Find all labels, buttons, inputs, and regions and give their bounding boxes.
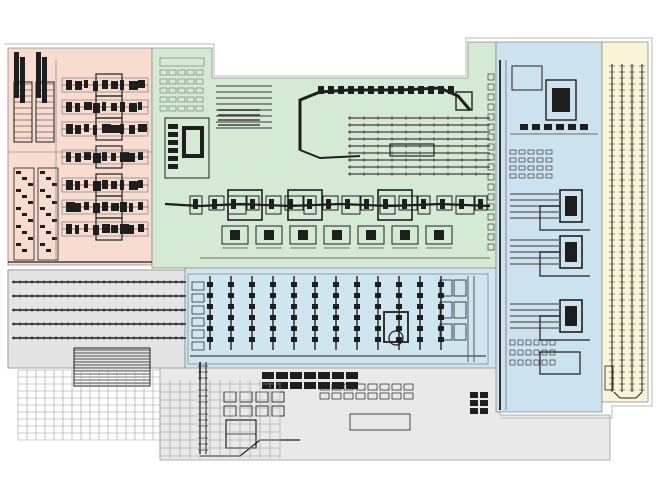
high-bay-racks	[604, 64, 645, 399]
building-outline	[4, 37, 653, 419]
press-line-block	[8, 52, 152, 263]
assembly-lines	[499, 60, 598, 410]
yard-grid	[17, 369, 281, 458]
paint-lines	[187, 273, 489, 365]
equipment-layer	[8, 52, 645, 458]
logistics-conveyors	[12, 280, 488, 457]
body-shop-lines	[159, 57, 495, 259]
zone-assembly-shop	[495, 41, 603, 413]
